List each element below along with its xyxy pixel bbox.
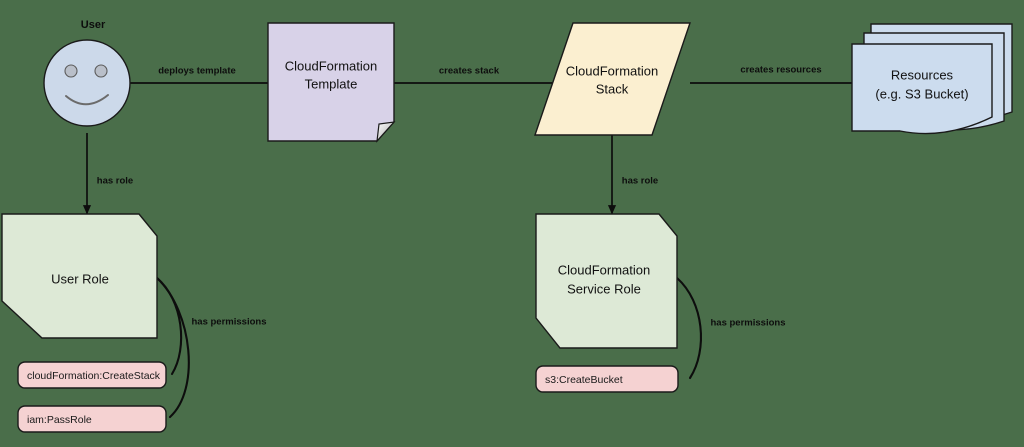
- resources-label-line1: Resources: [891, 67, 954, 82]
- template-label-line2: Template: [305, 76, 358, 91]
- edge-label-user-has-role: has role: [97, 176, 133, 187]
- permission-pill-cloudformation-createstack[interactable]: cloudFormation:CreateStack: [17, 361, 167, 389]
- permission-pill-bg: [17, 361, 167, 389]
- resources-label-line2: (e.g. S3 Bucket): [875, 86, 968, 101]
- node-user[interactable]: User: [43, 19, 131, 127]
- edge-label-user-role-has-permissions: has permissions: [192, 317, 267, 328]
- stack-body: [534, 22, 691, 136]
- permission-pill-bg: [535, 365, 679, 393]
- service-role-body: [535, 213, 678, 349]
- user-role-body: [1, 213, 158, 339]
- user-head: [43, 39, 131, 127]
- template-fold-icon: [376, 121, 396, 143]
- permission-pill-iam-passrole[interactable]: iam:PassRole: [17, 405, 167, 433]
- service-role-label-line2: Service Role: [567, 281, 641, 296]
- edge-service-role-to-perm-1: [675, 276, 702, 380]
- user-smile-icon: [65, 94, 109, 106]
- user-title: User: [81, 19, 106, 31]
- edge-user-role-to-perm-2: [155, 276, 190, 419]
- permission-pill-bg: [17, 405, 167, 433]
- edge-label-creates-resources: creates resources: [740, 65, 821, 76]
- edge-label-service-role-has-permissions: has permissions: [711, 318, 786, 329]
- edge-label-deploys-template: deploys template: [158, 66, 236, 77]
- user-eye-left-icon: [64, 64, 78, 78]
- node-user-role[interactable]: User Role: [1, 213, 158, 339]
- edge-label-creates-stack: creates stack: [439, 66, 500, 77]
- stack-label-line2: Stack: [596, 81, 629, 96]
- permission-pill-s3-createbucket[interactable]: s3:CreateBucket: [535, 365, 679, 393]
- user-role-label: User Role: [51, 271, 109, 286]
- service-role-label-line1: CloudFormation: [558, 262, 651, 277]
- resources-layer-front: [851, 43, 993, 135]
- node-resources[interactable]: Resources (e.g. S3 Bucket): [851, 23, 1013, 135]
- permission-pill-label: s3:CreateBucket: [545, 374, 623, 386]
- node-cloudformation-stack[interactable]: CloudFormation Stack: [534, 22, 691, 136]
- stack-label-line1: CloudFormation: [566, 63, 659, 78]
- node-cloudformation-template[interactable]: CloudFormation Template: [267, 22, 396, 143]
- template-label-line1: CloudFormation: [285, 58, 378, 73]
- permission-pill-label: cloudFormation:CreateStack: [27, 370, 161, 382]
- permission-pill-label: iam:PassRole: [27, 414, 92, 426]
- user-eye-right-icon: [94, 64, 108, 78]
- edge-label-stack-has-role: has role: [622, 176, 658, 187]
- node-service-role[interactable]: CloudFormation Service Role: [535, 213, 678, 349]
